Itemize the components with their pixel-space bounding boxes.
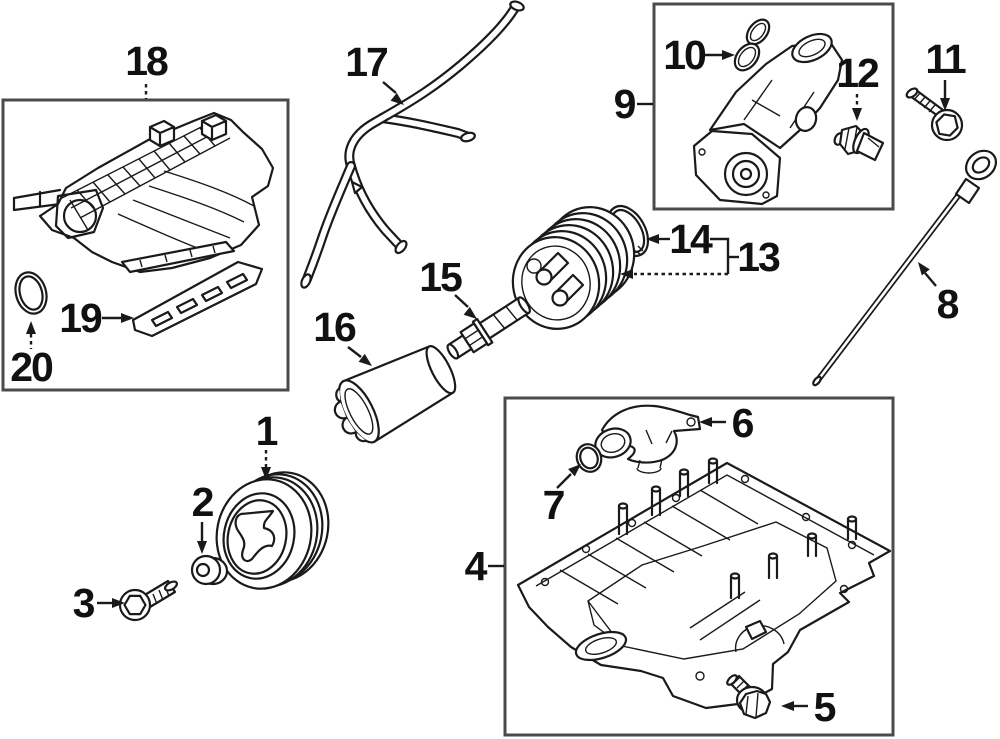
part-17-tube — [300, 0, 525, 289]
leader-8 — [918, 262, 937, 287]
part-19-gasket — [131, 260, 264, 338]
part-6-adapter — [594, 404, 702, 474]
part-2-washer — [190, 554, 229, 586]
leader-15 — [454, 294, 477, 319]
part-label-7: 7 — [543, 482, 564, 528]
arrowhead — [112, 598, 125, 608]
leader-20 — [26, 321, 36, 349]
part-5-drain-bolt — [726, 674, 772, 720]
part-18-intake-manifold — [12, 111, 275, 274]
arrowhead — [26, 321, 36, 334]
part-8-dipstick — [812, 149, 998, 387]
leader-12 — [852, 94, 862, 121]
leader-10 — [704, 50, 735, 60]
leader-2 — [197, 522, 207, 554]
leader-16 — [347, 346, 372, 366]
arrowhead — [463, 306, 477, 319]
part-4-oil-pan — [516, 457, 892, 710]
arrowhead — [852, 108, 862, 121]
arrowhead — [699, 417, 712, 427]
leader-14 — [646, 234, 670, 244]
part-label-17: 17 — [345, 39, 387, 85]
arrowhead — [722, 50, 735, 60]
leader-11 — [940, 80, 950, 111]
leader-7 — [556, 464, 581, 489]
panel-box-4 — [503, 396, 895, 737]
part-13-oil-cooler — [511, 206, 636, 330]
arrowhead — [568, 464, 581, 477]
part-label-3: 3 — [73, 580, 95, 626]
part-label-19: 19 — [59, 295, 102, 341]
part-9-adapter-bracket — [692, 32, 844, 206]
leader-19 — [102, 313, 134, 323]
part-label-18: 18 — [125, 38, 168, 84]
part-label-10: 10 — [663, 32, 706, 78]
part-label-8: 8 — [937, 281, 959, 327]
part-11-bolt — [905, 87, 964, 142]
part-label-9: 9 — [614, 81, 636, 127]
part-label-11: 11 — [925, 36, 966, 82]
part-label-16: 16 — [313, 304, 356, 350]
leader-17 — [382, 81, 404, 105]
part-3-bolt — [118, 579, 178, 622]
arrowhead — [358, 353, 372, 366]
part-label-4: 4 — [465, 543, 488, 589]
part-label-13: 13 — [737, 234, 780, 280]
arrowhead — [121, 313, 134, 323]
leader-13 — [620, 237, 739, 279]
arrowhead — [197, 541, 207, 554]
panel-box-9 — [652, 2, 895, 211]
part-20-o-ring — [14, 271, 48, 315]
part-label-15: 15 — [419, 254, 462, 300]
arrowhead — [940, 98, 950, 111]
arrowhead — [646, 234, 659, 244]
part-7-o-ring — [575, 443, 603, 473]
part-1-pulley — [215, 471, 330, 590]
arrowhead — [918, 262, 930, 276]
part-label-1: 1 — [256, 408, 278, 454]
leader-3 — [97, 598, 125, 608]
arrowhead — [781, 701, 794, 711]
part-15-connector — [446, 296, 531, 360]
part-label-12: 12 — [836, 50, 879, 96]
leader-1 — [261, 450, 271, 480]
arrowhead — [620, 269, 633, 279]
arrowhead — [390, 92, 404, 105]
panel-box-18 — [1, 98, 290, 392]
part-16-oil-filter — [333, 345, 457, 444]
part-12-sensor — [833, 124, 885, 162]
part-label-6: 6 — [732, 400, 754, 446]
leader-5 — [781, 701, 808, 711]
arrowhead — [261, 467, 271, 480]
part-label-5: 5 — [814, 684, 836, 730]
part-label-20: 20 — [10, 344, 53, 390]
part-label-2: 2 — [192, 479, 214, 525]
part-10-o-rings — [733, 18, 771, 72]
leader-6 — [699, 417, 726, 427]
part-label-14: 14 — [669, 216, 713, 262]
